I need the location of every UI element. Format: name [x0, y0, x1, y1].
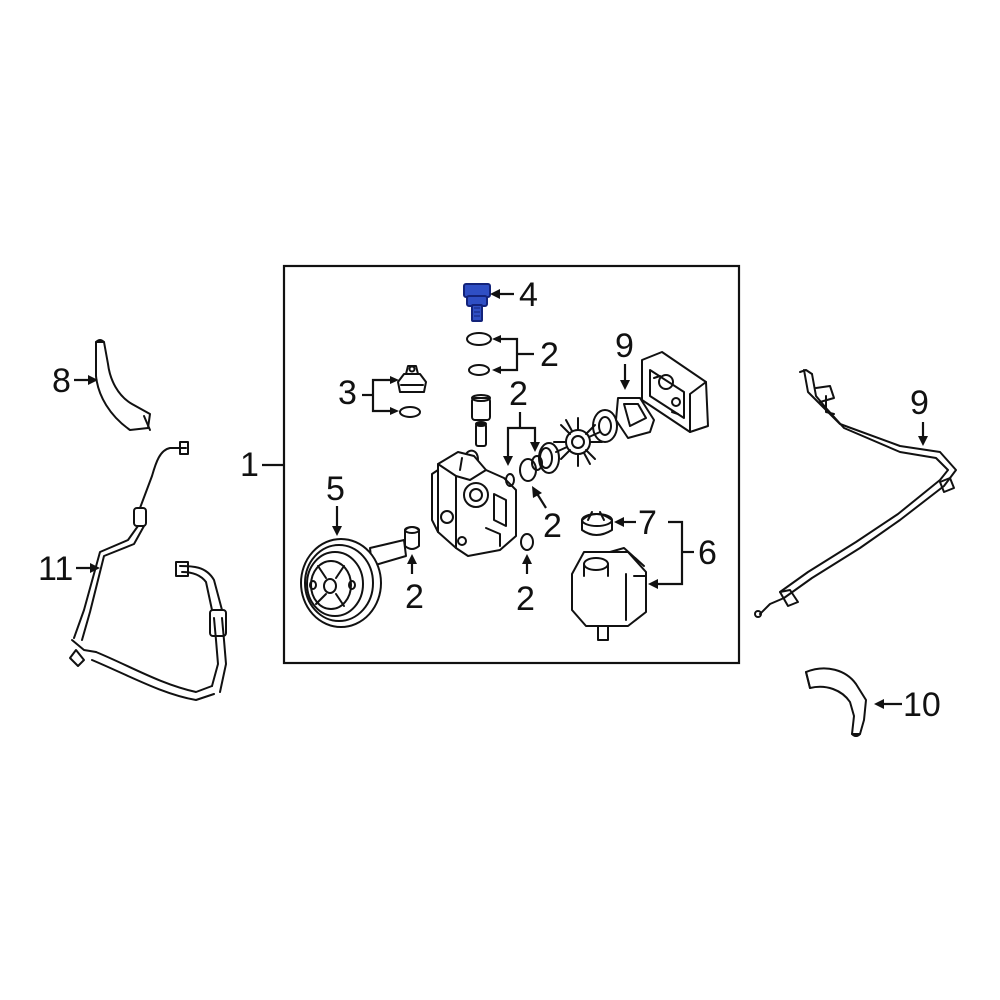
rotor-vanes [553, 417, 603, 467]
callout-8[interactable]: 8 [52, 362, 98, 400]
cam-ring [538, 442, 560, 474]
callout-5[interactable]: 5 [326, 470, 345, 536]
callout-2-lower[interactable]: 2 [516, 554, 535, 618]
shaft-seal[interactable] [404, 526, 420, 550]
part-10-hose[interactable] [805, 667, 867, 737]
svg-text:6: 6 [698, 534, 717, 572]
callout-2-right[interactable]: 2 [532, 486, 562, 545]
callout-10[interactable]: 10 [874, 686, 941, 724]
callout-9-outside[interactable]: 9 [910, 384, 929, 446]
flow-control-plunger [471, 394, 491, 447]
svg-text:2: 2 [405, 578, 424, 616]
svg-text:2: 2 [543, 507, 562, 545]
part-9-cooler-line[interactable] [754, 369, 957, 618]
svg-text:9: 9 [615, 327, 634, 365]
svg-text:2: 2 [516, 580, 535, 618]
pump-end-cover [641, 351, 709, 433]
svg-text:8: 8 [52, 362, 71, 400]
callout-4[interactable]: 4 [490, 276, 538, 314]
o-rings-middle[interactable] [505, 455, 543, 487]
svg-text:11: 11 [38, 550, 73, 588]
svg-text:4: 4 [519, 276, 538, 314]
o-ring-lower[interactable] [520, 533, 534, 551]
svg-text:9: 9 [910, 384, 929, 422]
callout-7[interactable]: 7 [614, 504, 657, 542]
part-5-pulley[interactable] [300, 538, 407, 628]
svg-text:1: 1 [240, 446, 259, 484]
callout-2-seal[interactable]: 2 [405, 554, 424, 616]
bearing [592, 409, 618, 443]
svg-text:10: 10 [903, 686, 941, 724]
callout-1[interactable]: 1 [240, 446, 284, 484]
svg-text:3: 3 [338, 374, 357, 412]
pump-housing [431, 449, 517, 557]
svg-text:2: 2 [540, 336, 559, 374]
o-ring-upper[interactable] [466, 332, 492, 376]
callout-2-middle-bracket[interactable]: 2 [503, 375, 540, 466]
part-9-gasket[interactable] [615, 397, 655, 439]
callout-2-top-bracket[interactable]: 2 [492, 335, 559, 374]
svg-text:5: 5 [326, 470, 345, 508]
part-3-control-valve[interactable] [397, 365, 427, 418]
svg-text:7: 7 [638, 504, 657, 542]
part-7-reservoir-cap[interactable] [581, 511, 613, 536]
part-11-pressure-line[interactable] [69, 441, 227, 701]
part-8-return-hose[interactable] [95, 339, 151, 431]
svg-text:2: 2 [509, 375, 528, 413]
callout-11[interactable]: 11 [38, 550, 100, 588]
callout-6-bracket[interactable]: 6 [648, 520, 717, 589]
part-4-union-fitting[interactable] [463, 283, 491, 322]
callout-3[interactable]: 3 [338, 374, 399, 415]
part-6-reservoir[interactable] [571, 547, 647, 641]
callout-9-inside[interactable]: 9 [615, 327, 634, 390]
